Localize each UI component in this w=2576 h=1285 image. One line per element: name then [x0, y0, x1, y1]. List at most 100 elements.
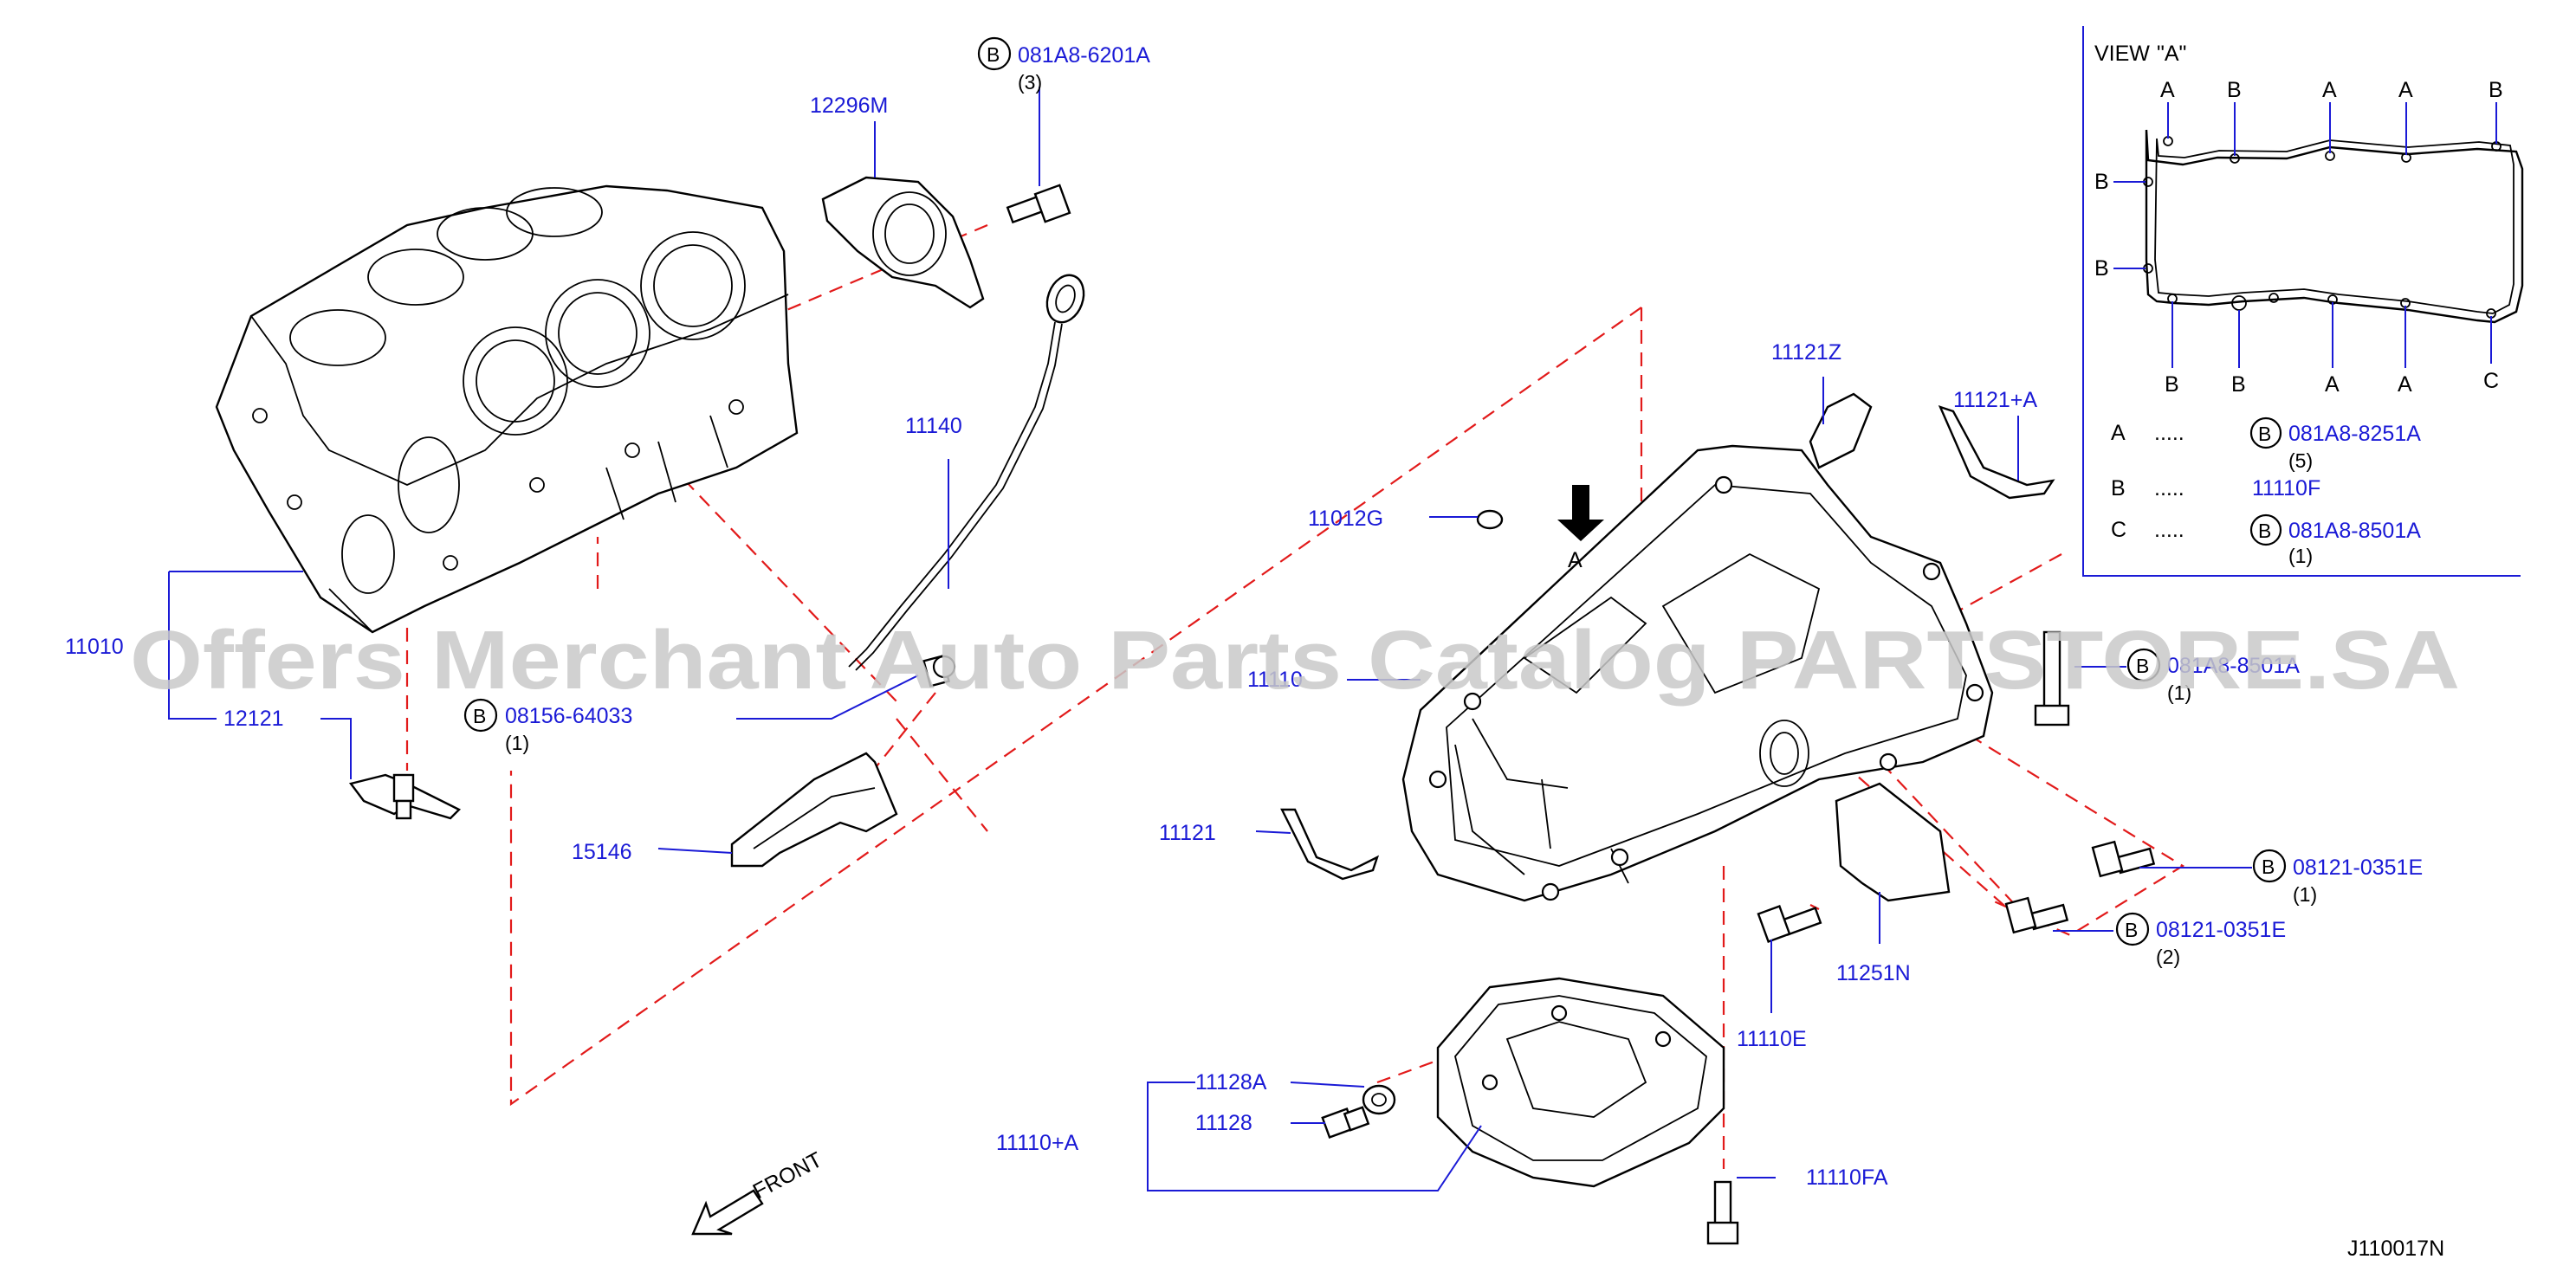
bolt-08121-0351E-2-illustration [2004, 896, 2069, 934]
bolt-081A8-8501A-illustration [2034, 630, 2070, 726]
leader-lines [168, 87, 2252, 1191]
legend-badge-c-circle [2249, 513, 2282, 546]
label-11121[interactable]: 11121 [1159, 821, 1216, 845]
oil-pan-lower-illustration [1436, 977, 1725, 1188]
bolt-11110E-illustration [1757, 905, 1822, 943]
label-12296M[interactable]: 12296M [810, 94, 888, 118]
legend-key-b: B [2111, 476, 2126, 500]
callout-qty: (1) [2167, 681, 2191, 704]
oil-pan-upper-illustration [1401, 444, 1994, 902]
callout-08121-0351E-2[interactable]: B 08121-0351E (2) [2115, 912, 2286, 968]
knock-sensor-illustration [348, 773, 462, 820]
view-a-arrow [1557, 485, 1604, 541]
callout-code[interactable]: 08156-64033 [505, 704, 632, 728]
label-11121A[interactable]: 11121+A [1953, 388, 2037, 412]
legend-badge-a-circle [2249, 416, 2282, 449]
callout-081A8-6201A[interactable]: B 081A8-6201A (3) [977, 36, 1150, 94]
view-a-top-letter-5: B [2489, 78, 2503, 102]
legend-part-b[interactable]: 11110F [2252, 476, 2320, 500]
label-11140[interactable]: 11140 [905, 414, 962, 438]
legend-part-c[interactable]: 081A8-8501A [2288, 519, 2421, 543]
front-arrow [691, 1189, 764, 1236]
callout-qty: (1) [505, 732, 529, 754]
diagram-code: J110017N [2347, 1237, 2444, 1261]
label-11110FA[interactable]: 11110FA [1806, 1166, 1888, 1190]
view-a-title: VIEW [2094, 42, 2150, 66]
cylinder-block-illustration [215, 184, 799, 634]
strap-11121-illustration [1280, 808, 1380, 881]
callout-badge: B [2262, 856, 2275, 878]
bolt-08121-0351E-1-illustration [2091, 840, 2156, 878]
callout-badge: B [987, 43, 1000, 66]
view-a-bottom-letter-2: B [2231, 372, 2246, 397]
callout-08156-64033[interactable]: B 08156-64033 (1) [463, 698, 632, 754]
view-a-title-ref: "A" [2157, 42, 2186, 66]
rear-oil-seal-retainer-illustration [821, 176, 985, 309]
callout-qty: (2) [2156, 946, 2180, 968]
view-a-top-letter-3: A [2322, 78, 2337, 102]
view-a-left-letter-2: B [2094, 256, 2109, 281]
legend-key-c: C [2111, 518, 2126, 542]
callout-code[interactable]: 081A8-8501A [2167, 654, 2300, 678]
callout-badge-circle [2252, 849, 2287, 883]
callout-badge-circle [977, 36, 1012, 71]
callout-badge-circle [2115, 912, 2150, 946]
callout-08121-0351E-1[interactable]: B 08121-0351E (1) [2252, 849, 2423, 906]
label-11121Z[interactable]: 11121Z [1771, 340, 1841, 365]
label-11110E[interactable]: 11110E [1737, 1027, 1807, 1051]
bolt-11110FA-illustration [1706, 1180, 1739, 1245]
gasket-11012G-illustration [1476, 509, 1504, 530]
callout-badge: B [2136, 655, 2149, 677]
label-11012G[interactable]: 11012G [1308, 507, 1383, 531]
oil-gauge-tube-illustration [730, 655, 956, 868]
callout-badge: B [2125, 919, 2138, 941]
view-a-top-letter-2: B [2227, 78, 2242, 102]
label-11010[interactable]: 11010 [65, 635, 124, 659]
cover-11251N-illustration [1835, 782, 1951, 902]
legend-qty-a: (5) [2288, 449, 2313, 472]
legend-dots-b: ..... [2154, 476, 2184, 500]
legend-key-a: A [2111, 421, 2126, 445]
label-11110A[interactable]: 11110+A [996, 1131, 1079, 1155]
legend-qty-c: (1) [2288, 545, 2313, 567]
legend-dots-c: ..... [2154, 518, 2184, 542]
view-a-arrow-label: A [1568, 548, 1582, 572]
callout-badge-circle [463, 698, 498, 733]
baffle-11121Z-illustration [1809, 392, 1873, 469]
bolt-081A8-6201A-illustration [1006, 184, 1071, 224]
legend-dots-a: ..... [2154, 421, 2184, 445]
view-a-top-letter-1: A [2160, 78, 2175, 102]
drain-plug-washer-illustration [1362, 1084, 1396, 1115]
oil-level-gauge-illustration [848, 274, 1085, 671]
label-11110[interactable]: 11110 [1247, 668, 1303, 692]
view-a-bottom-letter-5: C [2483, 369, 2499, 393]
view-a-left-letter-1: B [2094, 170, 2109, 194]
assembly-dashed-lines [405, 190, 2185, 1169]
callout-code[interactable]: 08121-0351E [2156, 918, 2286, 942]
view-a-inset: VIEW "A" A B A A B B B B [2082, 26, 2524, 577]
view-a-bottom-letter-4: A [2398, 372, 2412, 397]
callout-badge-circle [2126, 648, 2161, 682]
drain-plug-illustration [1321, 1106, 1370, 1139]
callout-badge: B [473, 705, 486, 727]
legend-part-a[interactable]: 081A8-8251A [2288, 422, 2421, 446]
label-11128[interactable]: 11128 [1195, 1111, 1252, 1135]
callout-qty: (1) [2293, 883, 2317, 906]
view-a-bottom-letter-3: A [2325, 372, 2340, 397]
label-12121[interactable]: 12121 [223, 707, 284, 731]
callout-code[interactable]: 08121-0351E [2293, 856, 2423, 880]
label-15146[interactable]: 15146 [572, 840, 632, 864]
front-label: FRONT [749, 1147, 826, 1204]
strap-11121A-illustration [1938, 405, 2055, 500]
watermark-text: Offers Merchant Auto Parts Catalog PARTS… [130, 614, 2460, 707]
label-11251N[interactable]: 11251N [1836, 961, 1911, 985]
view-a-top-letter-4: A [2398, 78, 2413, 102]
legend-badge-a: B [2258, 423, 2271, 445]
callout-code[interactable]: 081A8-6201A [1018, 43, 1150, 68]
callout-081A8-8501A[interactable]: B 081A8-8501A (1) [2126, 648, 2300, 704]
callout-qty: (3) [1018, 71, 1042, 94]
label-11128A[interactable]: 11128A [1195, 1070, 1267, 1095]
view-a-bottom-letter-1: B [2165, 372, 2179, 397]
legend-badge-c: B [2258, 520, 2271, 542]
